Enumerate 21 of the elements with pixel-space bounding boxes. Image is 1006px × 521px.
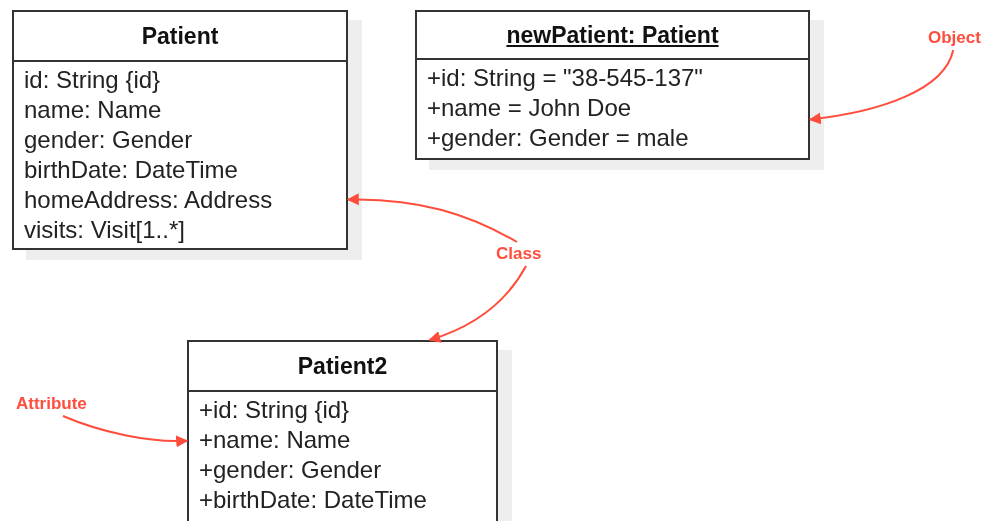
class-name: Patient2 [297, 352, 388, 380]
attribute-text: +id: String = "38-545-137" [427, 63, 704, 93]
class-name: Patient [141, 22, 219, 50]
attribute-text: birthDate: DateTime [24, 155, 239, 185]
attribute-text: +name: Name [199, 425, 352, 455]
attribute-text: gender: Gender [24, 125, 194, 155]
annotation-label: Class [496, 242, 542, 266]
annotation-label: Attribute [16, 392, 87, 416]
object-name: newPatient: Patient [506, 21, 719, 49]
arrow [428, 265, 527, 343]
attribute-text: name: Name [24, 95, 163, 125]
attribute-text: visits: Visit[1..*] [24, 215, 186, 245]
annotation-label: Object [928, 26, 981, 50]
attribute-text: +gender: Gender = male [427, 123, 690, 153]
attribute-text: +id: String {id} [199, 395, 351, 425]
attribute-text: +birthDate: DateTime [199, 485, 428, 515]
arrow [62, 415, 189, 448]
attribute-text: +gender: Gender [199, 455, 383, 485]
attribute-text: id: String {id} [24, 65, 162, 95]
attribute-text: homeAddress: Address [24, 185, 274, 215]
attribute-text: +name = John Doe [427, 93, 633, 123]
